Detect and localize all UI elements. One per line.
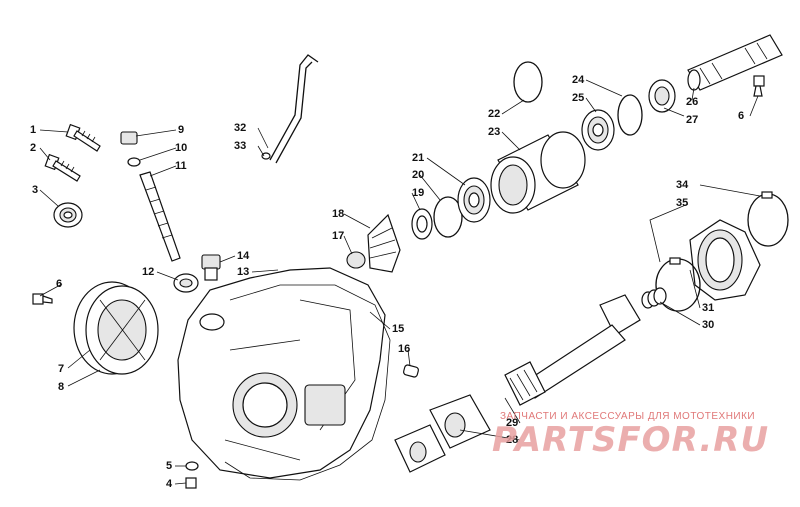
- boot-part: [689, 219, 761, 301]
- part-label-15: 15: [392, 323, 405, 335]
- part-label-3: 3: [32, 184, 39, 196]
- part-label-32: 32: [234, 122, 247, 134]
- part-label-2: 2: [30, 142, 37, 154]
- part-label-31: 31: [702, 302, 715, 314]
- pin-part: [403, 364, 419, 378]
- part-label-33: 33: [234, 140, 247, 152]
- part-label-8: 8: [58, 381, 65, 393]
- part-label-22: 22: [488, 108, 501, 120]
- sleeve-part: [490, 131, 586, 214]
- bolt-part: [44, 153, 81, 182]
- part-label-29: 29: [506, 417, 519, 429]
- part-label-18: 18: [332, 208, 345, 220]
- o-ring-part: [513, 61, 543, 103]
- part-label-6-right: 6: [738, 110, 745, 122]
- washer-part: [173, 273, 199, 293]
- clamp-part: [655, 257, 701, 312]
- part-label-4: 4: [166, 478, 173, 490]
- part-label-30: 30: [702, 319, 715, 331]
- part-label-5: 5: [166, 460, 173, 472]
- plug-part: [201, 254, 221, 281]
- housing-part: [177, 267, 386, 479]
- drive-shaft-part: [504, 294, 641, 406]
- watermark-brand: PARTSFOR.RU: [492, 420, 770, 460]
- bearing-part: [457, 177, 491, 223]
- part-label-23: 23: [488, 126, 501, 138]
- watermark-subtitle: ЗАПЧАСТИ И АКСЕССУАРЫ ДЛЯ МОТОТЕХНИКИ: [500, 411, 756, 422]
- bolt-part: [185, 461, 199, 489]
- part-label-24: 24: [572, 74, 585, 86]
- part-label-16: 16: [398, 343, 411, 355]
- part-label-25: 25: [572, 92, 585, 104]
- bearing-part: [581, 109, 615, 151]
- bolt-part: [32, 293, 53, 305]
- part-label-26: 26: [686, 96, 699, 108]
- shaft-part: [687, 34, 783, 91]
- circlip-part: [617, 94, 643, 136]
- seal-part: [53, 202, 83, 228]
- washer-part: [411, 208, 433, 240]
- part-label-12: 12: [142, 266, 155, 278]
- bolt-part: [65, 123, 101, 152]
- part-label-14: 14: [237, 250, 250, 262]
- part-label-35: 35: [676, 197, 689, 209]
- part-label-17: 17: [332, 230, 345, 242]
- part-label-10: 10: [175, 142, 188, 154]
- gasket-part: [224, 284, 391, 481]
- bearing-part: [648, 79, 676, 113]
- part-label-28: 28: [506, 434, 519, 446]
- part-label-27: 27: [686, 114, 699, 126]
- part-label-6-left: 6: [56, 278, 63, 290]
- clamp-part: [747, 191, 789, 247]
- part-label-1: 1: [30, 124, 37, 136]
- leader-lines: [39, 79, 761, 485]
- part-label-34: 34: [676, 179, 689, 191]
- part-label-21: 21: [412, 152, 425, 164]
- spring-part: [641, 287, 667, 309]
- u-joint-part: [394, 394, 491, 473]
- cover-part: [73, 281, 159, 375]
- part-label-13: 13: [237, 266, 250, 278]
- bolt-part: [753, 75, 765, 97]
- part-label-7: 7: [58, 363, 65, 375]
- bevel-gear-part: [346, 213, 401, 273]
- part-label-19: 19: [412, 187, 425, 199]
- part-label-20: 20: [412, 169, 425, 181]
- breather-tube-part: [261, 54, 319, 164]
- dipstick-part: [120, 131, 181, 262]
- circlip-part: [433, 196, 463, 238]
- part-label-11: 11: [175, 160, 187, 172]
- part-label-9: 9: [178, 124, 185, 136]
